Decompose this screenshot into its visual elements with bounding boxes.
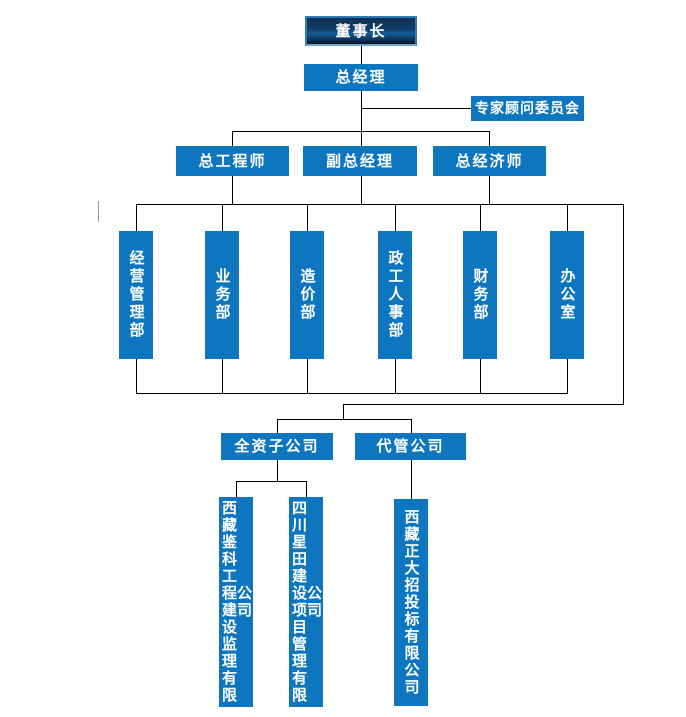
dept-label: 政工人事部	[386, 250, 405, 340]
node-managed-companies: 代管公司	[355, 433, 466, 460]
node-chief-engineer: 总工程师	[176, 146, 289, 176]
connector-departments-bus	[136, 204, 624, 205]
connector-line	[489, 176, 490, 204]
node-deputy-general-manager: 副总经理	[303, 146, 417, 176]
dept-label: 业务部	[213, 268, 232, 322]
connector-line	[343, 404, 624, 405]
connector-right-drop	[623, 204, 624, 405]
chief-engineer-label: 总工程师	[198, 151, 267, 170]
connector-line	[567, 359, 568, 393]
connector-line	[222, 359, 223, 393]
company-label: 四川星田建设项目管理有限公司	[290, 500, 323, 704]
connector-departments-bottom-bus	[136, 393, 568, 394]
connector-line	[136, 359, 137, 393]
connector-line	[232, 176, 233, 204]
node-dept-business-management: 经营管理部	[119, 231, 153, 359]
connector-line	[567, 204, 568, 231]
connector-line	[307, 359, 308, 393]
connector-line	[489, 131, 490, 146]
node-wholly-owned-subsidiaries: 全资子公司	[221, 433, 333, 460]
stray-tick-mark	[98, 201, 99, 222]
general-manager-label: 总经理	[335, 68, 387, 86]
connector-line	[307, 204, 308, 231]
company-label: 西藏鉴科工程建设监理有限公司	[220, 500, 253, 704]
connector-managers-bus	[232, 131, 490, 132]
connector-line	[361, 176, 362, 204]
connector-line	[395, 204, 396, 231]
dept-label: 办公室	[558, 268, 577, 322]
connector-line	[277, 460, 278, 481]
dept-label: 造价部	[298, 268, 317, 322]
node-company-tibet-jianke: 西藏鉴科工程建设监理有限公司	[219, 497, 253, 707]
connector-line	[277, 419, 278, 433]
advisory-committee-label: 专家顾问委员会	[475, 100, 580, 117]
connector-line	[411, 419, 412, 433]
node-dept-political-personnel: 政工人事部	[378, 231, 412, 359]
node-chairman: 董事长	[305, 16, 417, 46]
node-company-sichuan-xingtian: 四川星田建设项目管理有限公司	[289, 497, 323, 707]
connector-line	[480, 359, 481, 393]
node-dept-business: 业务部	[205, 231, 239, 359]
node-advisory-committee: 专家顾问委员会	[471, 96, 584, 121]
dept-label: 财务部	[471, 268, 490, 322]
connector-line	[236, 481, 237, 497]
chief-economist-label: 总经济师	[455, 151, 524, 170]
node-dept-finance: 财务部	[463, 231, 497, 359]
connector-chairman-gm	[361, 46, 362, 64]
node-chief-economist: 总经济师	[433, 146, 546, 176]
subsidiary-group-label: 全资子公司	[234, 437, 320, 455]
dept-label: 经营管理部	[127, 250, 146, 340]
node-dept-cost-estimation: 造价部	[290, 231, 324, 359]
connector-line	[222, 204, 223, 231]
node-dept-office: 办公室	[550, 231, 584, 359]
chairman-label: 董事长	[335, 21, 387, 40]
connector-line	[306, 481, 307, 497]
node-general-manager: 总经理	[304, 64, 418, 91]
connector-gm-down	[361, 91, 362, 146]
connector-line	[136, 204, 137, 231]
node-company-tibet-zhengda: 西藏正大招投标有限公司	[394, 499, 428, 706]
connector-line	[232, 131, 233, 146]
subsidiary-group-label: 代管公司	[376, 437, 445, 455]
connector-line	[411, 460, 412, 499]
company-label: 西藏正大招投标有限公司	[402, 509, 421, 696]
connector-companies-bus	[236, 481, 307, 482]
connector-line	[395, 359, 396, 393]
connector-advisory-branch	[362, 108, 471, 109]
connector-subsidiary-bus	[277, 419, 412, 420]
connector-line	[480, 204, 481, 231]
connector-line	[343, 404, 344, 419]
deputy-general-manager-label: 副总经理	[325, 151, 394, 170]
